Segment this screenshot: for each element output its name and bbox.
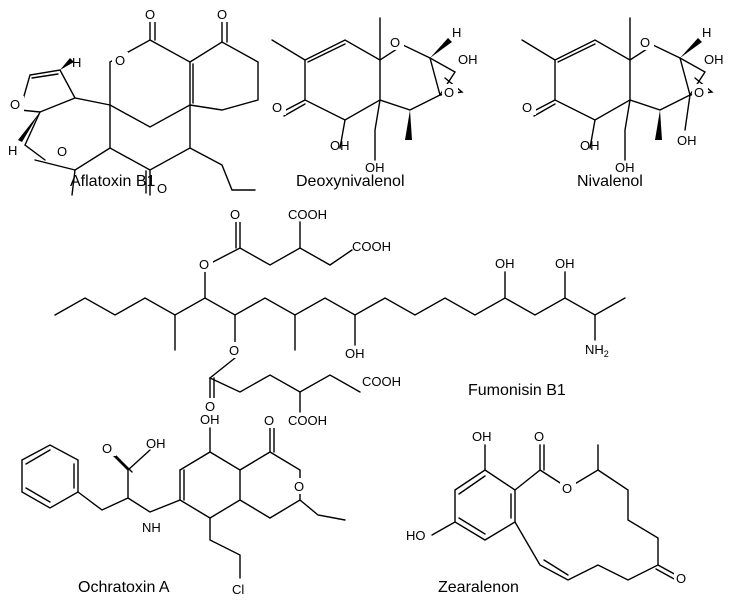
atom-label: NH2 [585, 342, 609, 359]
atom-label: O [676, 571, 686, 586]
atom-label: O [10, 97, 20, 112]
atom-label: O [534, 429, 544, 444]
atom-label: O [390, 35, 400, 50]
atom-label: O [205, 399, 215, 414]
atom-label: H [452, 25, 461, 40]
deoxynivalenol-structure: O O H OH O OH OH Deoxynivalenol [270, 17, 478, 190]
nivalenol-structure: O O H OH O OH OH OH Nivalenol [520, 17, 724, 190]
atom-label: OH [704, 52, 724, 67]
atom-label: OH [200, 412, 220, 427]
atom-label: O [522, 100, 532, 115]
caption-zearalenon: Zearalenon [438, 579, 519, 596]
atom-label: HO [406, 528, 426, 543]
atom-label: O [694, 85, 704, 100]
caption-nivalenol: Nivalenol [577, 173, 643, 190]
atom-label: OH [365, 160, 385, 175]
zearalenon-structure: OH HO O O O Zearalenon [406, 428, 690, 596]
atom-label: OH [677, 133, 697, 148]
aflatoxin-b1-structure: O O O O O O H H Aflatoxin B1 [8, 6, 259, 196]
atom-label: OH [580, 138, 600, 153]
atom-label: O [562, 481, 572, 496]
atom-label: OH [555, 256, 575, 271]
atom-label: O [145, 7, 155, 22]
fumonisin-b1-structure: O O COOH COOH O O COOH COOH OH OH OH NH2… [54, 206, 626, 428]
atom-label: H [702, 25, 711, 40]
atom-label: O [294, 479, 304, 494]
atom-label: O [640, 35, 650, 50]
atom-label: O [229, 343, 239, 358]
atom-label: COOH [288, 413, 327, 428]
atom-label: H [8, 143, 17, 158]
atom-label: O [157, 181, 167, 196]
atom-label: O [272, 100, 282, 115]
atom-label: O [264, 413, 274, 428]
atom-label: O [102, 441, 112, 456]
atom-label: COOH [288, 207, 327, 222]
atom-label: COOH [362, 374, 401, 389]
atom-label: OH [472, 429, 492, 444]
atom-label: O [199, 257, 209, 272]
atom-label: OH [458, 52, 478, 67]
ochratoxin-a-structure: OH O NH O OH O Cl Ochratoxin A [21, 412, 346, 597]
atom-label: Cl [232, 582, 244, 597]
atom-label: H [72, 55, 81, 70]
atom-label: OH [146, 436, 166, 451]
amine-label: NH [585, 342, 604, 357]
atom-label: O [57, 144, 67, 159]
atom-label: OH [615, 160, 635, 175]
atom-label: O [444, 85, 454, 100]
atom-label: NH [142, 520, 161, 535]
atom-label: OH [495, 256, 515, 271]
atom-label: OH [330, 138, 350, 153]
caption-fumonisin-b1: Fumonisin B1 [468, 382, 566, 399]
caption-aflatoxin-b1: Aflatoxin B1 [70, 173, 155, 190]
amine-subscript: 2 [604, 349, 609, 359]
atom-label: O [115, 53, 125, 68]
caption-ochratoxin-a: Ochratoxin A [78, 579, 170, 596]
caption-deoxynivalenol: Deoxynivalenol [296, 173, 405, 190]
atom-label: OH [345, 346, 365, 361]
atom-label: O [217, 7, 227, 22]
atom-label: O [230, 207, 240, 222]
atom-label: COOH [352, 239, 391, 254]
